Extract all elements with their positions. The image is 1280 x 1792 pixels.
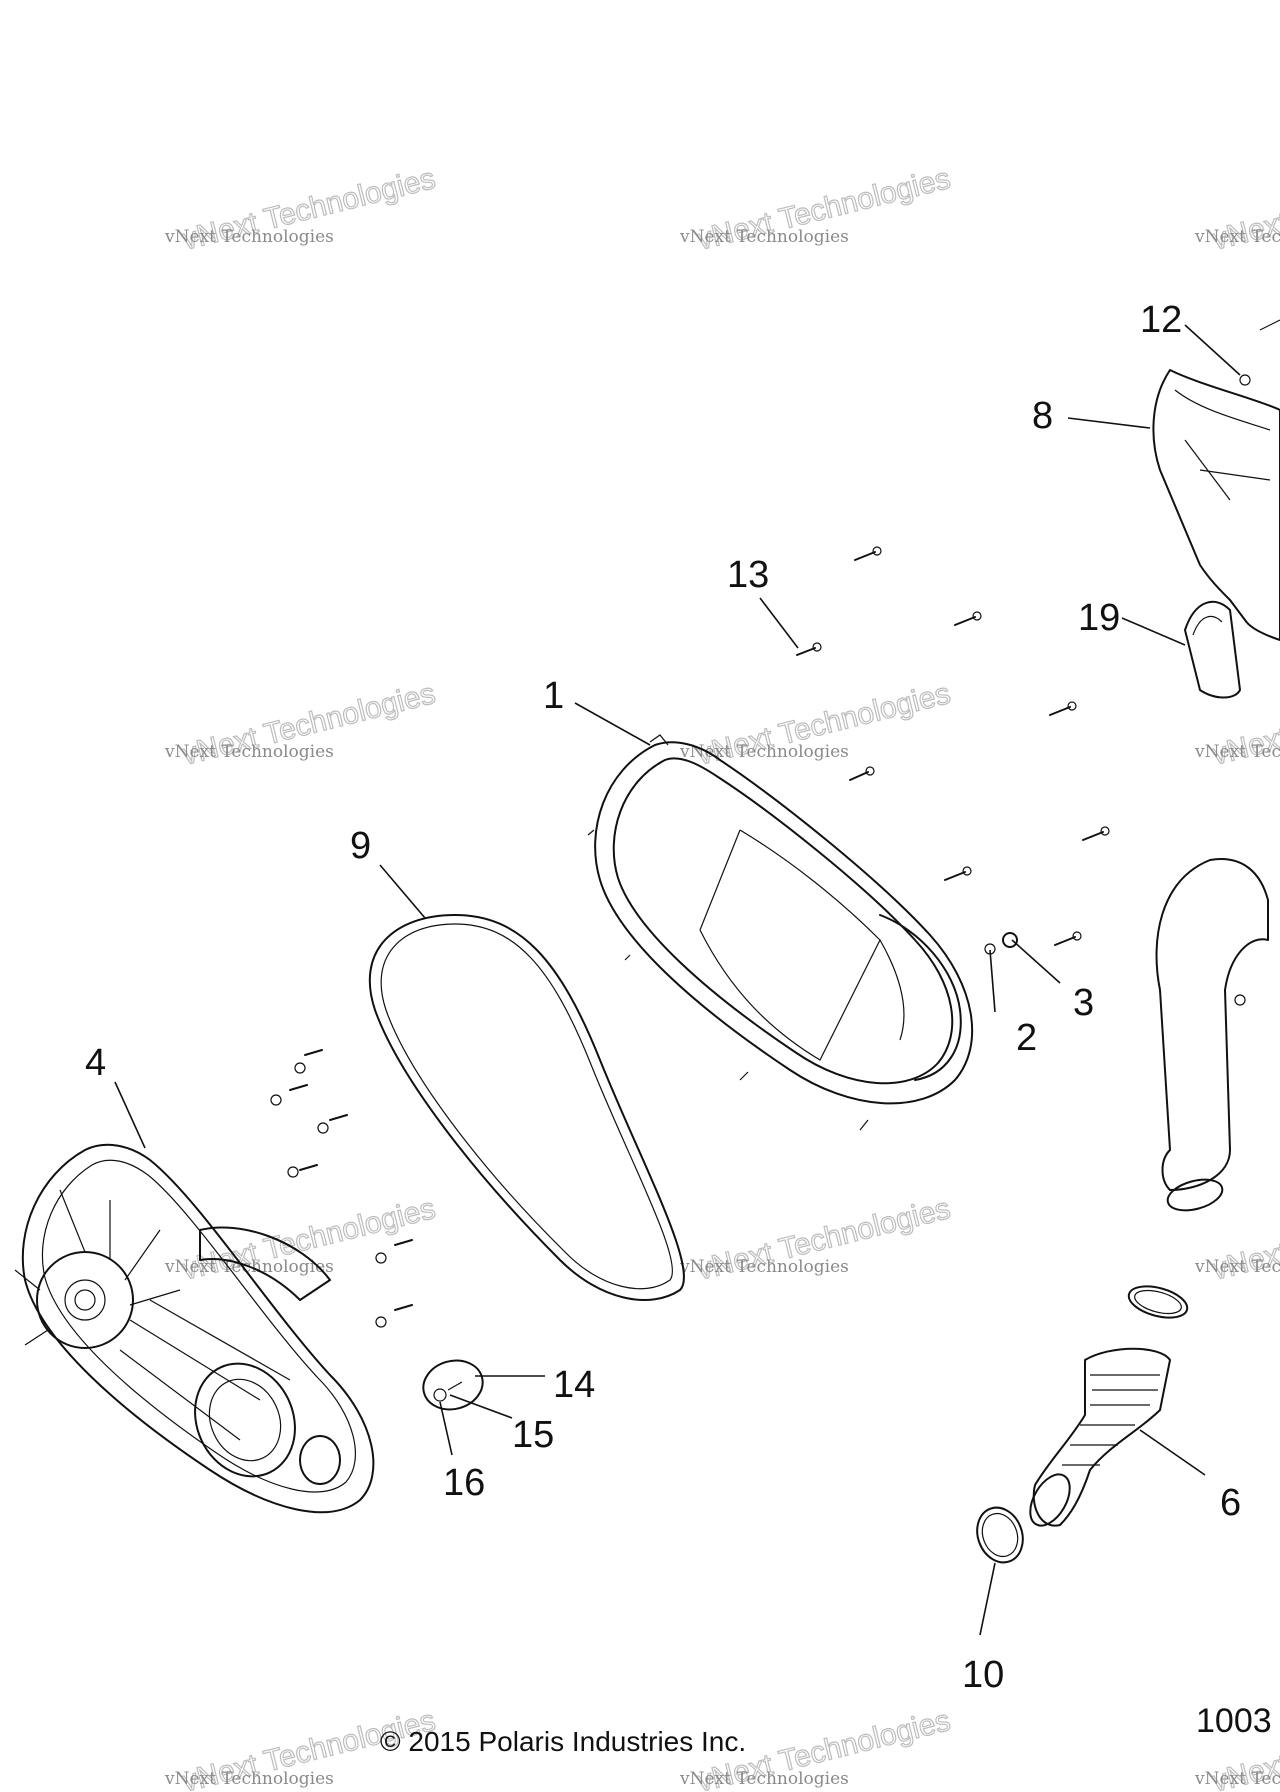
callout-19: 19 bbox=[1078, 597, 1120, 639]
diagram-id: 1003 bbox=[1196, 1702, 1272, 1740]
watermark: vNext Technologies vNext Technologies bbox=[164, 676, 439, 772]
watermark: vNext Technologies vNext Technologies bbox=[1194, 161, 1280, 257]
part-8-intake-duct bbox=[1152, 319, 1280, 641]
svg-text:vNext Technologies: vNext Technologies bbox=[1194, 1769, 1280, 1789]
callout-3: 3 bbox=[1073, 982, 1094, 1024]
svg-text:vNext Technologies: vNext Technologies bbox=[164, 742, 334, 762]
svg-text:vNext Technologies: vNext Technologies bbox=[679, 1257, 849, 1277]
watermark: vNext Technologies vNext Technologies bbox=[679, 676, 954, 772]
part-9-drive-belt bbox=[368, 914, 685, 1301]
bolt-set bbox=[796, 374, 1251, 1006]
svg-text:vNext Technologies: vNext Technologies bbox=[164, 227, 334, 247]
part-14-plug bbox=[422, 1359, 484, 1411]
part-10-hose-clamp bbox=[976, 1506, 1024, 1564]
callout-10: 10 bbox=[962, 1654, 1004, 1696]
callout-6: 6 bbox=[1220, 1482, 1241, 1524]
svg-text:vNext Technologies: vNext Technologies bbox=[164, 1769, 334, 1789]
svg-text:vNext Technologies: vNext Technologies bbox=[1194, 1257, 1280, 1277]
watermark: vNext Technologies vNext Technologies bbox=[1194, 1191, 1280, 1287]
part-1-inner-clutch-cover bbox=[587, 734, 974, 1131]
watermark: vNext Technologies vNext Technologies bbox=[679, 161, 954, 257]
callout-labels: 1 2 3 4 6 8 9 10 12 13 14 15 16 19 bbox=[85, 299, 1241, 1696]
part-4-outer-clutch-cover bbox=[14, 1143, 375, 1514]
copyright-text: © 2015 Polaris Industries Inc. bbox=[380, 1726, 747, 1757]
callout-4: 4 bbox=[85, 1042, 106, 1084]
svg-text:vNext Technologies: vNext Technologies bbox=[679, 1769, 849, 1789]
callout-15: 15 bbox=[512, 1414, 554, 1456]
callout-9: 9 bbox=[350, 825, 371, 867]
svg-text:vNext Technologies: vNext Technologies bbox=[1194, 742, 1280, 762]
part-19-duct-boot bbox=[1184, 600, 1241, 699]
callout-8: 8 bbox=[1032, 395, 1053, 437]
svg-text:vNext Technologies: vNext Technologies bbox=[679, 742, 849, 762]
callout-14: 14 bbox=[553, 1364, 595, 1406]
callout-2: 2 bbox=[1016, 1017, 1037, 1059]
bolt-set-left bbox=[270, 1049, 413, 1328]
hose-clamp-upper bbox=[1127, 1285, 1189, 1319]
svg-text:vNext Technologies: vNext Technologies bbox=[679, 227, 849, 247]
part-6-rubber-boot bbox=[1029, 1347, 1171, 1527]
intake-tube-right bbox=[1155, 858, 1269, 1212]
watermark: vNext Technologies vNext Technologies bbox=[164, 161, 439, 257]
callout-1: 1 bbox=[543, 675, 564, 717]
watermark-group: vNext Technologies vNext Technologies vN… bbox=[164, 161, 1280, 1792]
leader-lines bbox=[114, 324, 1241, 1636]
watermark: vNext Technologies vNext Technologies bbox=[679, 1191, 954, 1287]
svg-text:vNext Technologies: vNext Technologies bbox=[1194, 227, 1280, 247]
callout-13: 13 bbox=[727, 554, 769, 596]
callout-16: 16 bbox=[443, 1462, 485, 1504]
callout-12: 12 bbox=[1140, 299, 1182, 341]
